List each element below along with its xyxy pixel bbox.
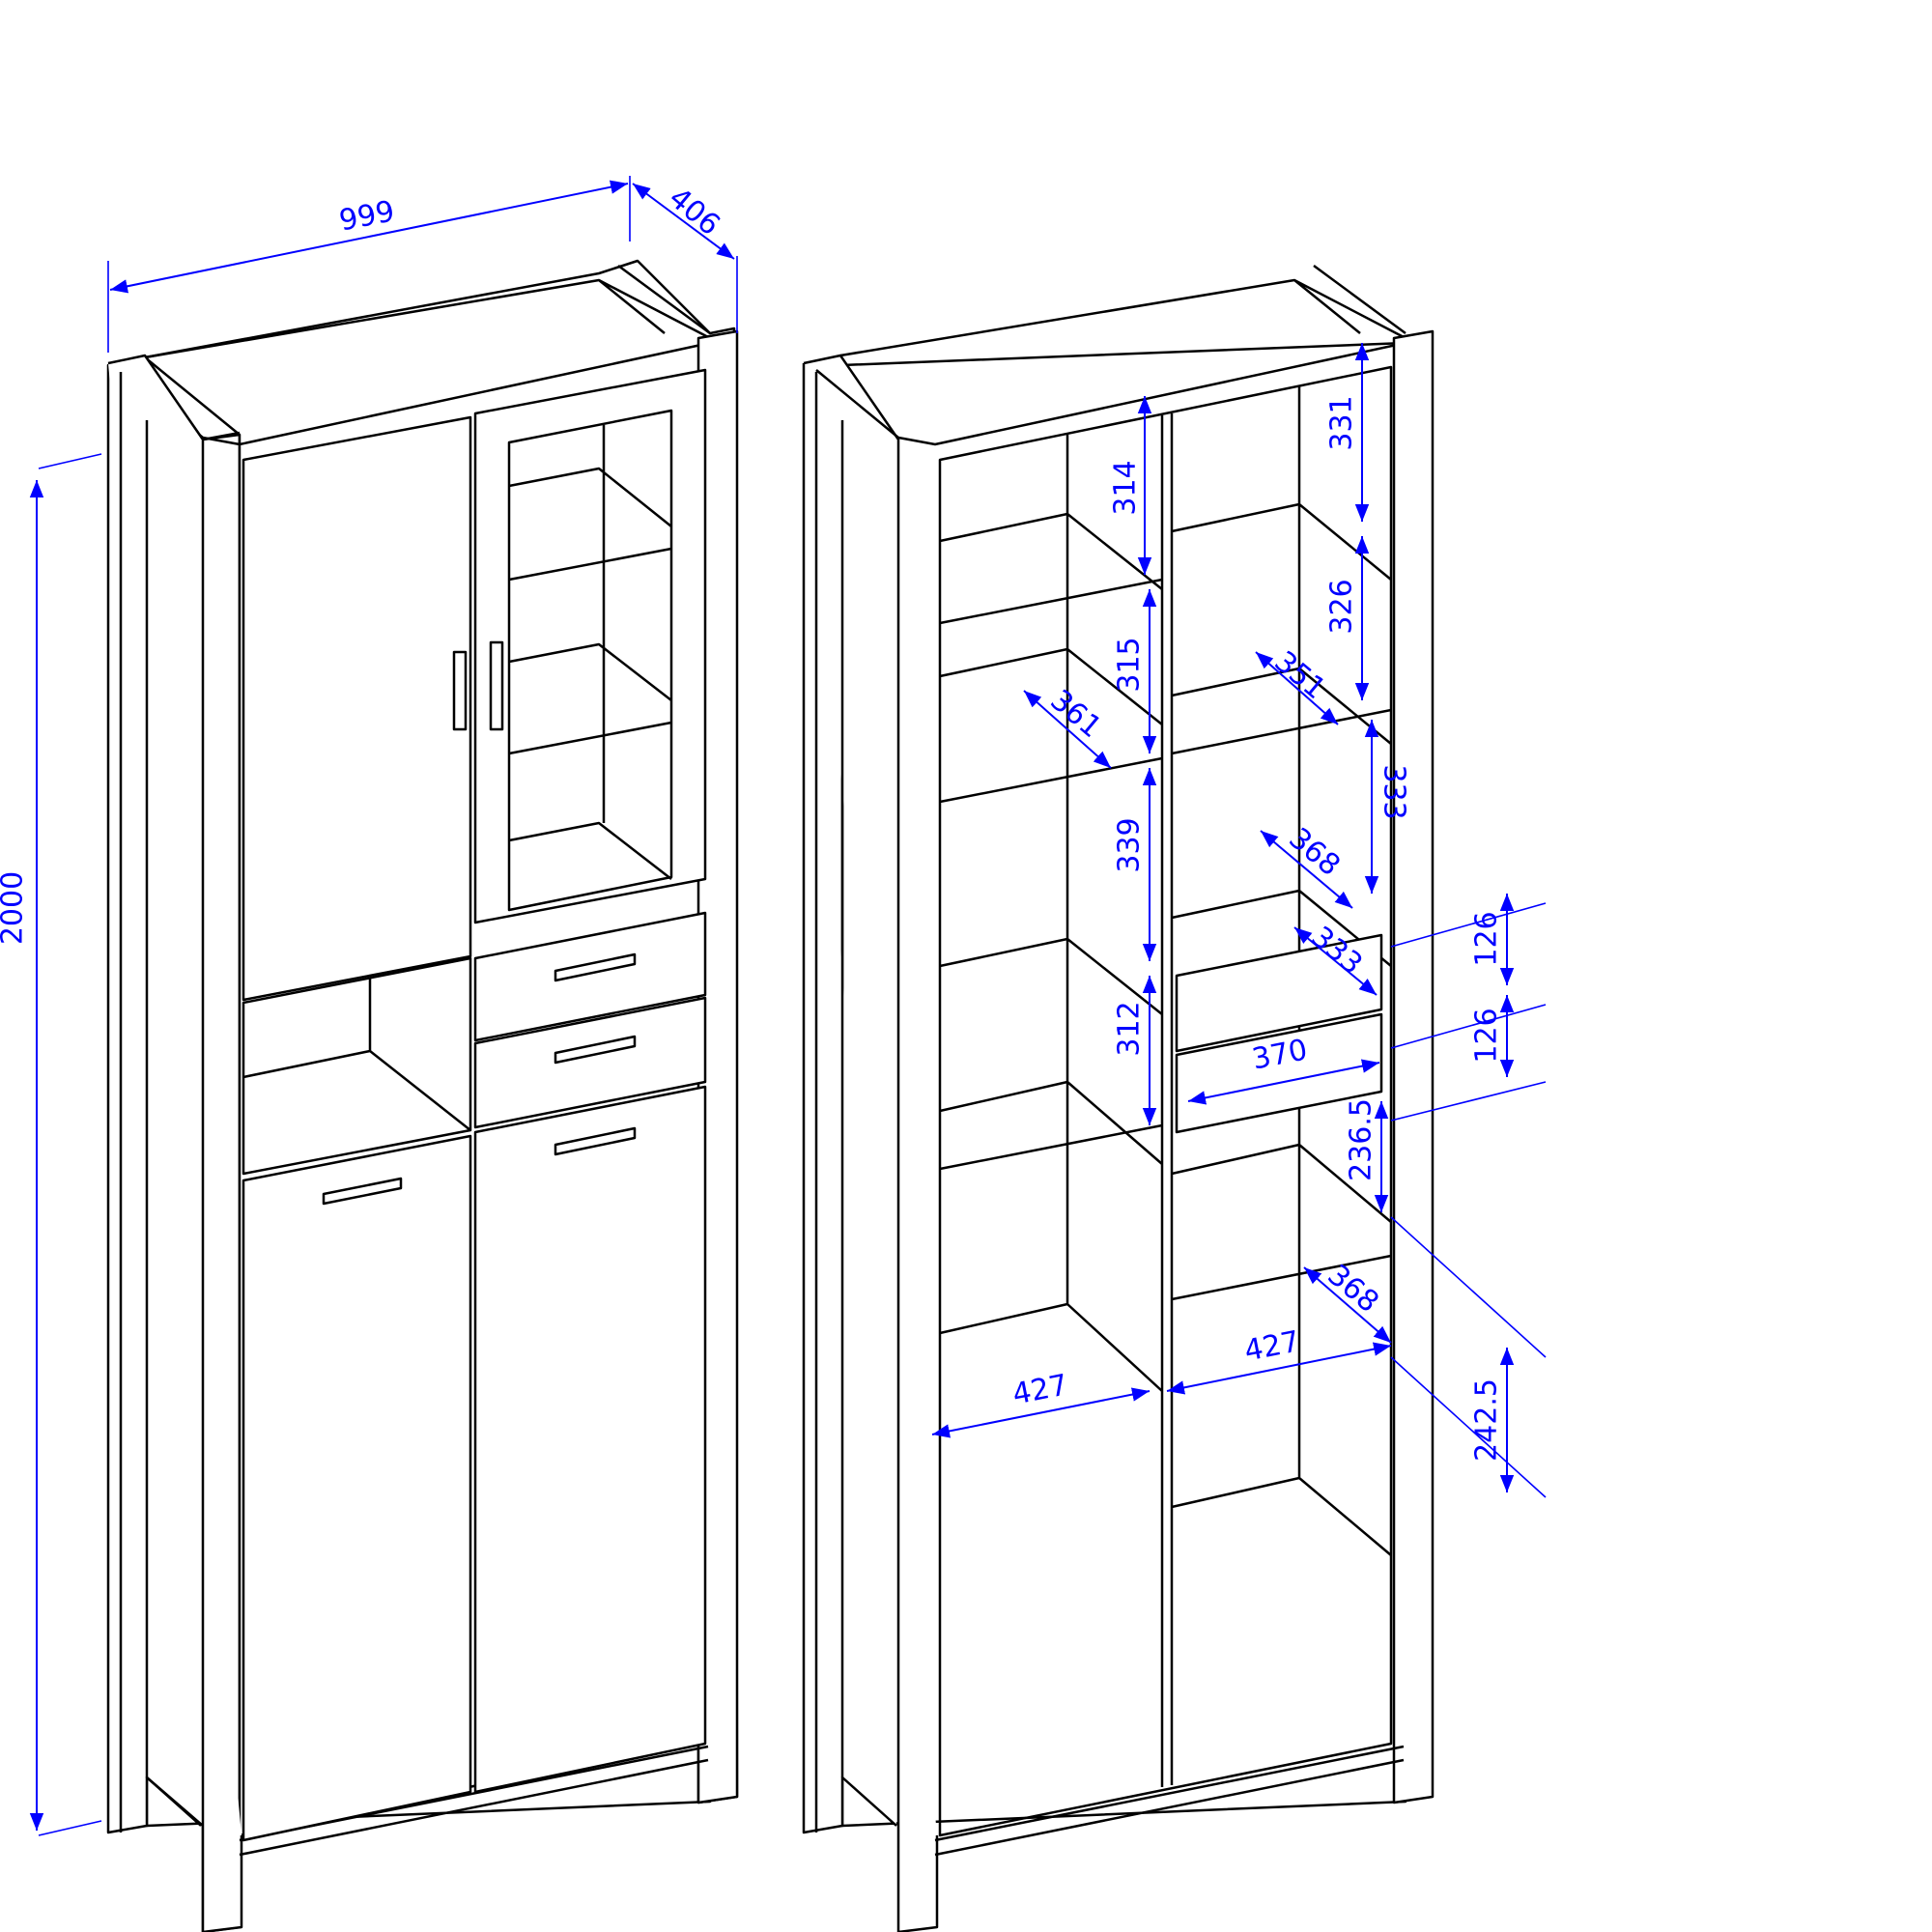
handle bbox=[322, 1177, 403, 1206]
handles bbox=[322, 640, 637, 1206]
lower-right-door bbox=[473, 1085, 707, 1794]
right-height-4: 236.5 bbox=[1345, 1098, 1378, 1181]
handle bbox=[489, 640, 504, 731]
lower-left-door bbox=[242, 1134, 472, 1842]
right-height-1: 331 bbox=[1325, 395, 1359, 450]
left-height-2: 315 bbox=[1113, 637, 1147, 692]
dimension-lines bbox=[29, 176, 1547, 1836]
drawer-height-2: 126 bbox=[1470, 1008, 1504, 1063]
height-label: 2000 bbox=[0, 871, 30, 945]
left-height-4: 312 bbox=[1113, 1001, 1147, 1056]
handle bbox=[452, 650, 468, 731]
depth-label: 406 bbox=[662, 181, 725, 242]
right-height-2: 326 bbox=[1325, 579, 1359, 634]
plinth-height: 242.5 bbox=[1470, 1378, 1504, 1462]
right-height-3: 333 bbox=[1378, 764, 1411, 819]
width-label: 999 bbox=[336, 194, 397, 238]
handle bbox=[554, 1126, 637, 1156]
left-height-1: 314 bbox=[1109, 460, 1143, 515]
handle bbox=[554, 1035, 637, 1065]
left-height-3: 339 bbox=[1113, 817, 1147, 872]
handle bbox=[554, 952, 637, 982]
drawer-1 bbox=[473, 911, 707, 1042]
drawer-height-1: 126 bbox=[1470, 911, 1504, 966]
drawer-2 bbox=[473, 996, 707, 1129]
upper-left-door bbox=[242, 415, 472, 1002]
glass-door-opening bbox=[507, 409, 673, 912]
cabinet-front-view bbox=[106, 259, 739, 1932]
front-left-post bbox=[107, 354, 243, 1932]
